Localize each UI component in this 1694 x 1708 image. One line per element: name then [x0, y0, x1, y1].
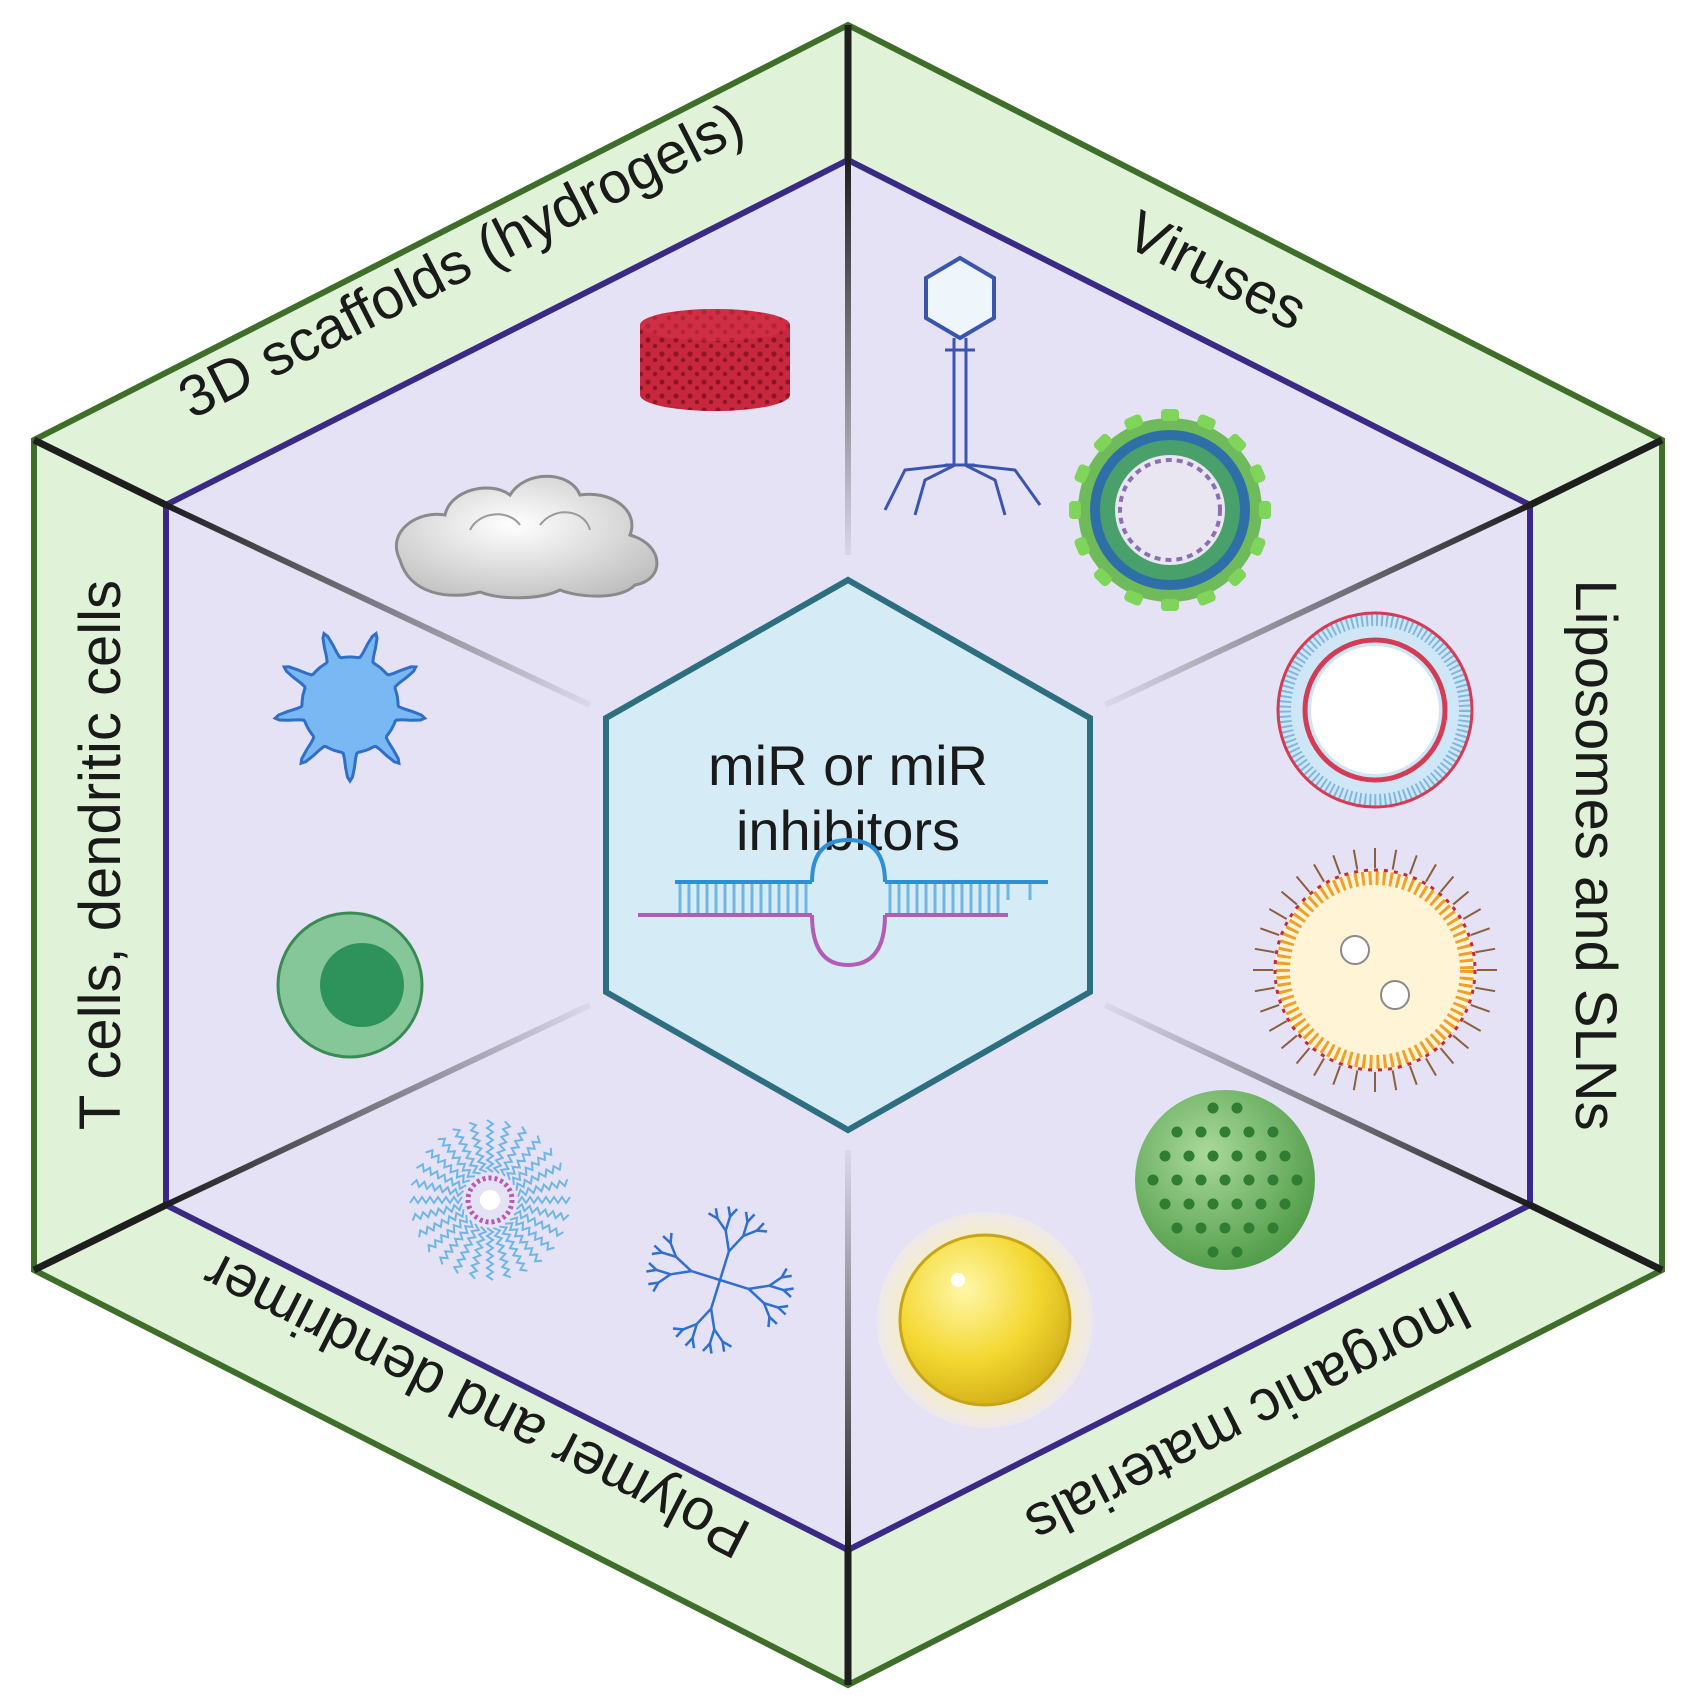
center-label-line2: inhibitors — [736, 799, 960, 862]
dendritic-cell-icon — [272, 630, 428, 784]
label-t-cells-dendritic: T cells, dendritic cells — [68, 580, 133, 1130]
bacteriophage-icon — [883, 255, 1042, 516]
center-hexagon — [603, 576, 1093, 1134]
t-cell-icon — [276, 911, 424, 1059]
hydrogel-sponge-icon — [640, 309, 790, 411]
polymeric-micelle-icon — [409, 1119, 571, 1281]
mesoporous-silica-sphere-icon — [1135, 1090, 1315, 1270]
gold-nanoparticle-icon — [877, 1212, 1093, 1428]
inner-spokes — [164, 160, 1532, 1550]
hydrogel-cloud-icon — [395, 474, 659, 600]
label-liposomes-slns: Liposomes and SLNs — [1563, 579, 1628, 1130]
dendrimer-icon — [646, 1206, 794, 1354]
solid-lipid-nanoparticle-icon — [1253, 848, 1497, 1092]
outer-separators — [32, 25, 1664, 1685]
liposome-icon — [1276, 611, 1474, 809]
mirna-duplex-icon — [638, 837, 1048, 968]
center-label-line1: miR or miR — [708, 734, 988, 797]
enveloped-virus-icon — [1069, 409, 1271, 611]
